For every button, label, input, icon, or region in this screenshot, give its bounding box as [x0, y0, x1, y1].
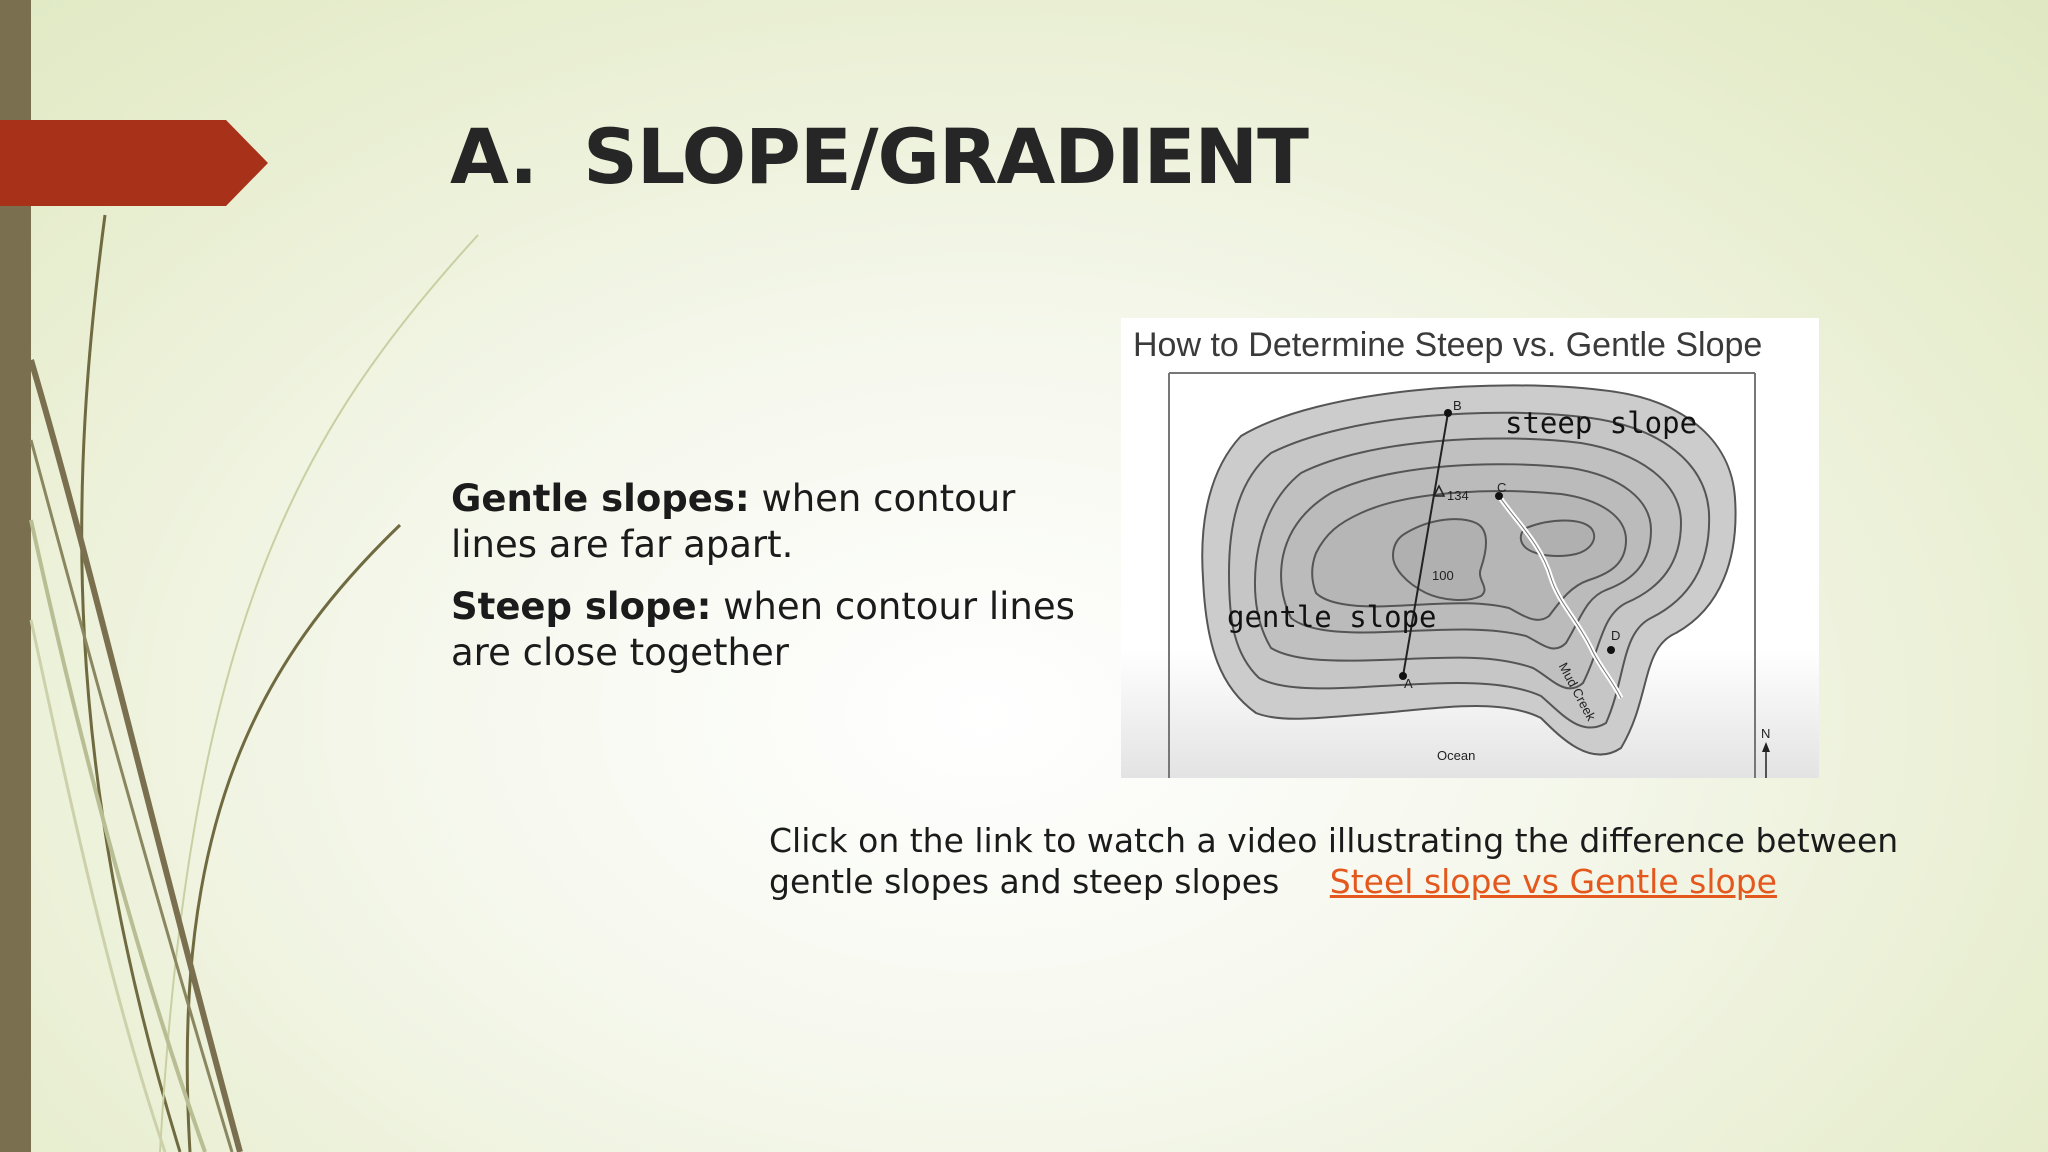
gentle-slope-label: gentle slope: [1227, 600, 1437, 634]
gentle-slope-term: Gentle slopes:: [451, 477, 750, 520]
caption-text: Click on the link to watch a video illus…: [769, 821, 1899, 901]
steep-slope-text: when contour lines are close together: [451, 585, 1075, 674]
video-link[interactable]: Steel slope vs Gentle slope: [1329, 862, 1777, 901]
definitions-block: Gentle slopes: when contour lines are fa…: [451, 476, 1091, 692]
contour-map: [1168, 372, 1770, 778]
title-arrow-banner: [0, 120, 268, 206]
slide-title: A. SLOPE/GRADIENT: [450, 112, 1309, 201]
contour-map-figure: How to Determine Steep vs. Gentle Slope …: [1121, 318, 1819, 778]
steep-slope-label: steep slope: [1505, 406, 1698, 440]
title-letter: A.: [450, 112, 538, 201]
video-caption: Click on the link to watch a video illus…: [769, 820, 1949, 902]
ocean-label: Ocean: [1437, 748, 1476, 763]
point-c-label: C: [1497, 480, 1507, 495]
gentle-slope-text: when contour lines are far apart.: [451, 477, 1016, 566]
contour-100-label: 100: [1432, 568, 1454, 583]
point-b-label: B: [1453, 398, 1462, 413]
steep-slope-term: Steep slope:: [451, 585, 712, 628]
point-a-label: A: [1404, 676, 1413, 691]
point-d-label: D: [1611, 628, 1621, 643]
elevation-134-label: 134: [1447, 488, 1469, 503]
decorative-swooshes: [28, 214, 479, 1152]
steep-slope-definition: Steep slope: when contour lines are clos…: [451, 584, 1091, 676]
gentle-slope-definition: Gentle slopes: when contour lines are fa…: [451, 476, 1091, 568]
title-text: SLOPE/GRADIENT: [583, 112, 1309, 201]
north-label: N: [1761, 726, 1771, 741]
figure-title: How to Determine Steep vs. Gentle Slope: [1133, 326, 1763, 364]
